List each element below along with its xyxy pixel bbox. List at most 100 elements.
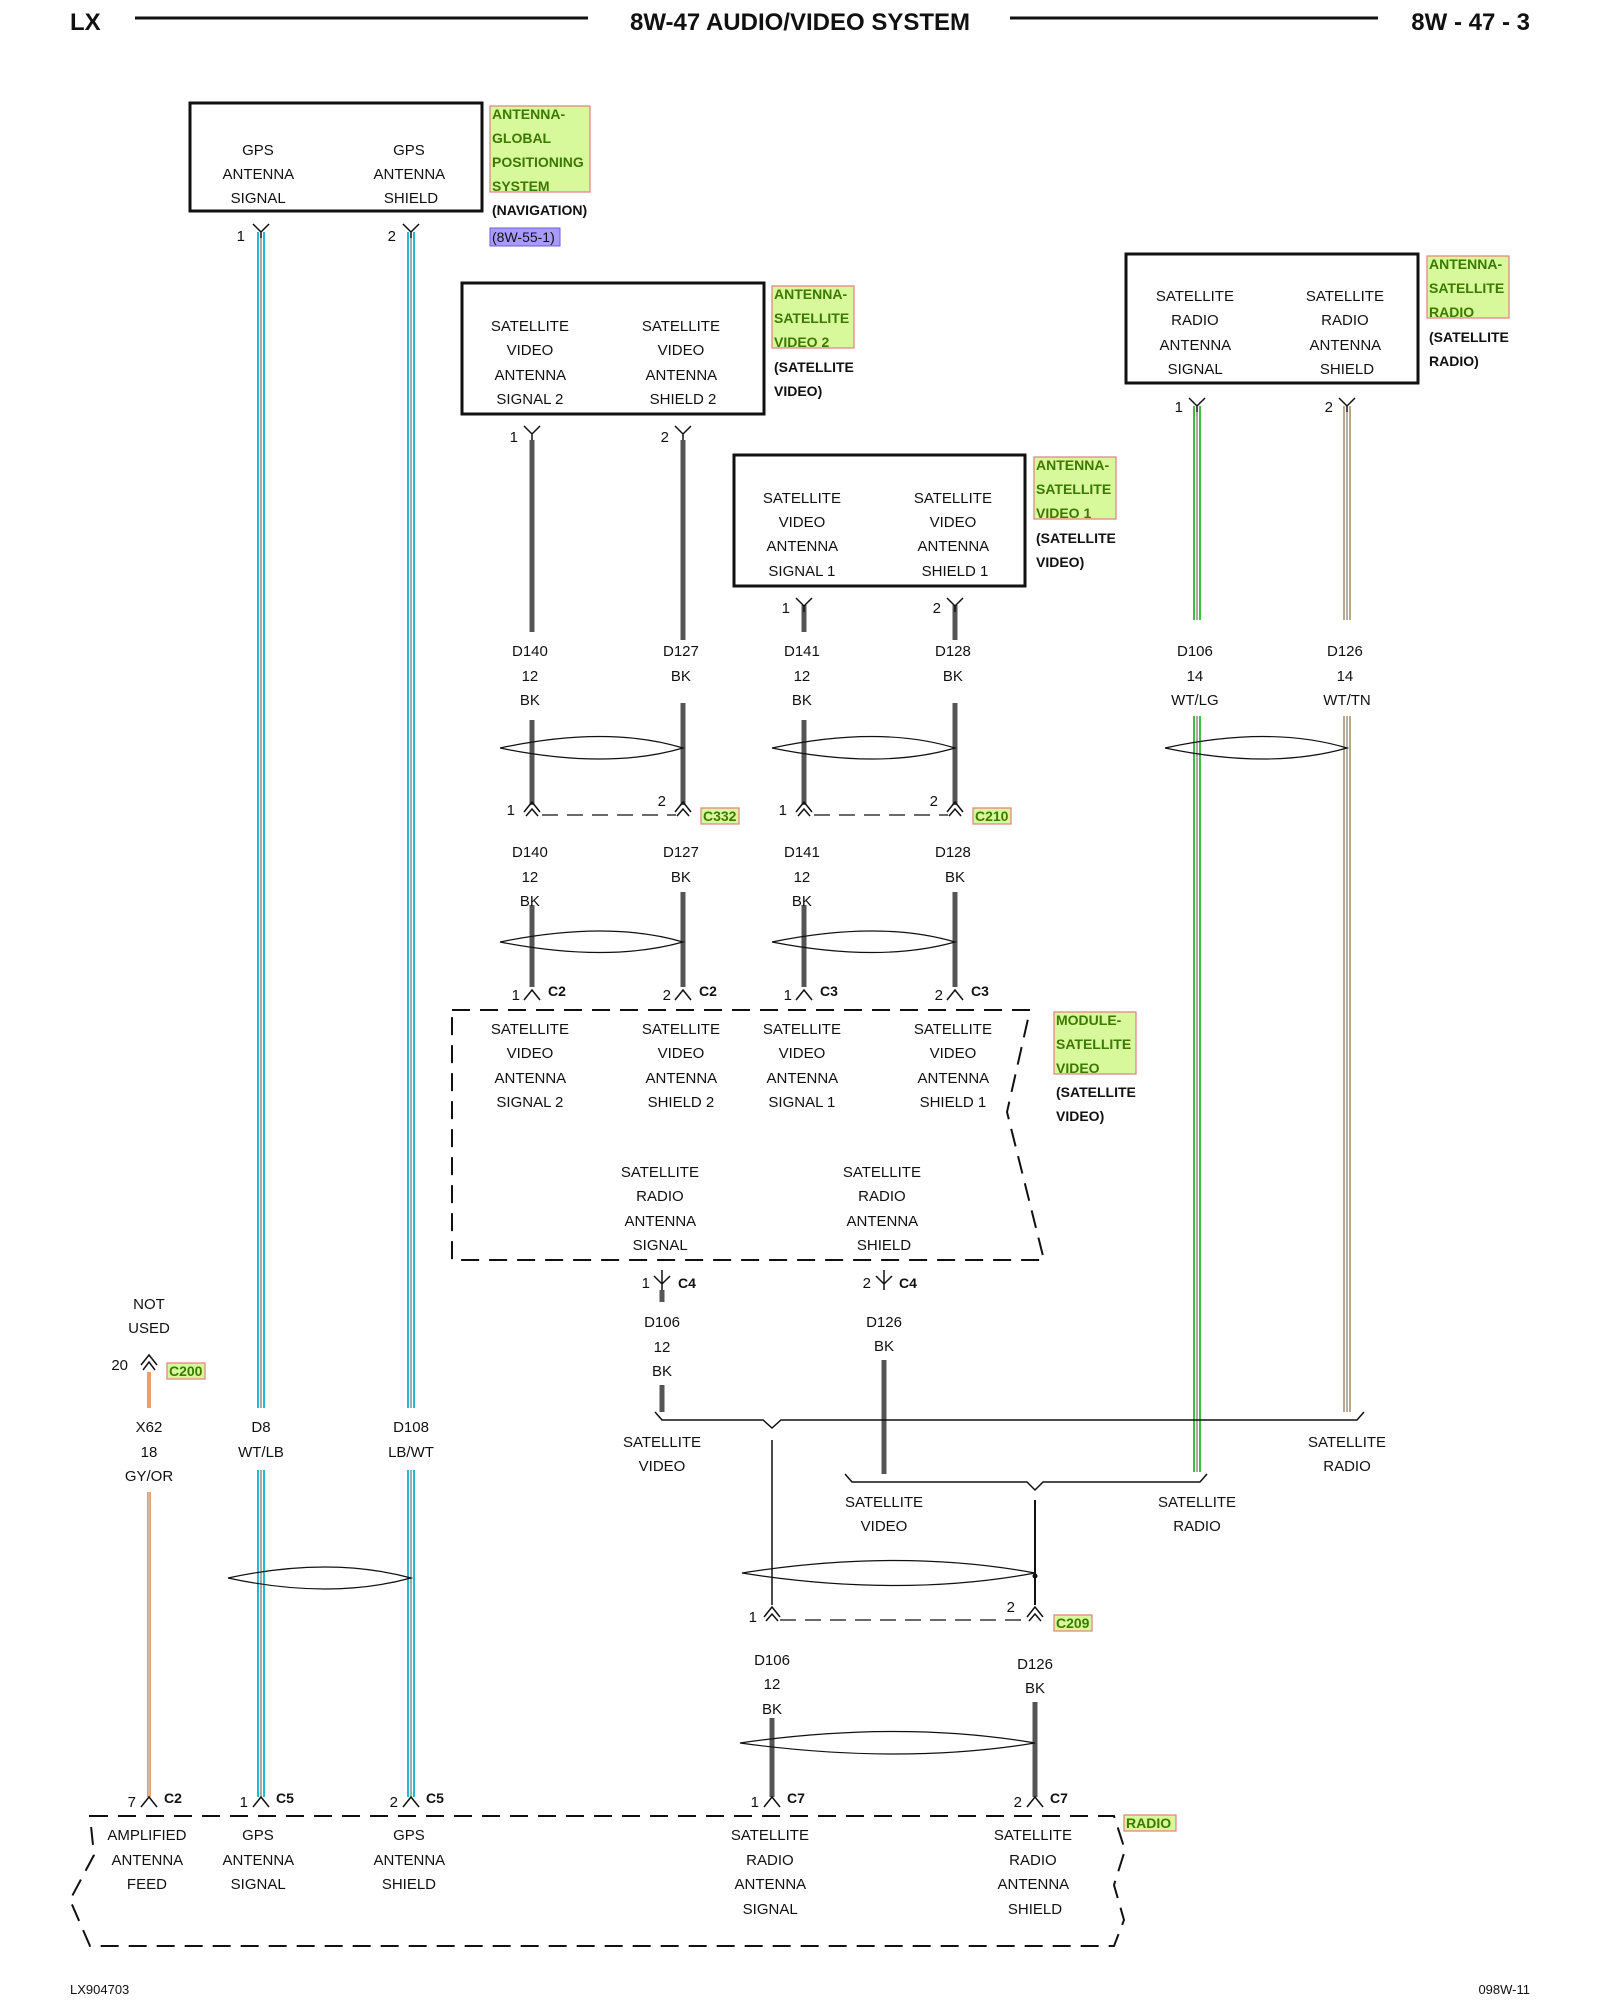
sat-video-2-antenna-box: SATELLITE VIDEO ANTENNA SIGNAL 2 SATELLI… — [460, 281, 858, 446]
sat-radio-label: ANTENNA- SATELLITE RADIO — [1429, 256, 1508, 320]
connector-c209: 1 2 C209 — [749, 1599, 1093, 1632]
svg-text:1: 1 — [749, 1609, 757, 1626]
module-label: MODULE- SATELLITE VIDEO — [1056, 1012, 1135, 1076]
svg-text:SATELLITE VIDEO AN: SATELLITE VIDEO ANTENNA SIGNAL 1 SATELLI… — [763, 490, 996, 580]
page-header: LX 8W-47 AUDIO/VIDEO SYSTEM 8W - 47 - 3 — [70, 9, 1530, 36]
svg-text:(SATELLITE VIDEO): (SATELLITE VIDEO) — [1036, 530, 1120, 570]
sat-video-2-label: ANTENNA- SATELLITE VIDEO 2 — [774, 286, 853, 350]
svg-text:(SATELLITE VIDEO): (SATELLITE VIDEO) — [1056, 1084, 1140, 1124]
c4-pins: 1 C4 2 C4 — [642, 1275, 917, 1292]
module-satellite-video: SATELLITE VIDEO ANTENNA SIGNAL 2 SATELLI… — [451, 1009, 1140, 1261]
header-left: LX — [70, 9, 101, 36]
svg-text:7: 7 — [128, 1794, 136, 1811]
svg-text:(SATELLITE RADIO): (SATELLITE RADIO) — [1429, 329, 1513, 369]
footer-right: 098W-11 — [1478, 1982, 1530, 1997]
page-number: 8W - 47 - 3 — [1411, 9, 1530, 36]
svg-text:C7: C7 — [787, 1790, 805, 1806]
radio-module: RADIO AMPLIFIED ANTENNA FEED GPS ANTENNA… — [68, 1814, 1177, 1947]
svg-text:2: 2 — [863, 1275, 871, 1292]
svg-text:2: 2 — [390, 1794, 398, 1811]
svg-text:C2: C2 — [548, 983, 566, 999]
svg-text:1: 1 — [751, 1794, 759, 1811]
svg-text:D140 12 BK D: D140 12 BK D127 BK D141 12 BK D128 BK D1… — [512, 643, 1371, 709]
svg-text:C4: C4 — [678, 1275, 696, 1291]
svg-text:SATELLITE RADIO AN: SATELLITE RADIO ANTENNA SIGNAL SATELLITE… — [1156, 288, 1388, 378]
svg-text:C5: C5 — [426, 1790, 444, 1806]
ref-link-text[interactable]: (8W-55-1) — [492, 229, 555, 245]
svg-text:C332: C332 — [703, 808, 737, 824]
svg-text:2: 2 — [388, 228, 396, 245]
radio-label: RADIO — [1126, 1815, 1171, 1831]
svg-text:C210: C210 — [975, 808, 1009, 824]
wire-labels-mid: D140 12 BK D127 BK D141 12 BK D128 BK — [505, 840, 983, 910]
svg-text:C4: C4 — [899, 1275, 917, 1291]
svg-text:GPS ANTENNA SIGNAL: GPS ANTENNA SIGNAL GPS ANTENNA SHIELD — [222, 142, 448, 207]
svg-text:1: 1 — [642, 1275, 650, 1292]
svg-text:20: 20 — [111, 1357, 128, 1374]
wire-d8 — [257, 232, 265, 1797]
svg-text:1: 1 — [512, 987, 520, 1004]
footer-left: LX904703 — [70, 1982, 129, 1997]
page-title: 8W-47 AUDIO/VIDEO SYSTEM — [630, 9, 970, 36]
svg-text:1: 1 — [507, 802, 515, 819]
svg-text:1: 1 — [1175, 399, 1183, 416]
svg-text:C200: C200 — [169, 1363, 203, 1379]
connector-c210: 1 2 C210 — [779, 793, 1012, 825]
svg-text:2: 2 — [930, 793, 938, 810]
svg-text:2: 2 — [933, 600, 941, 617]
wire-labels-top: D140 12 BK D127 BK D141 12 BK D128 BK D1… — [505, 640, 1375, 709]
sat-video-1-label: ANTENNA- SATELLITE VIDEO 1 — [1036, 457, 1115, 521]
wire-d108 — [407, 232, 415, 1797]
gps-antenna-label: ANTENNA- GLOBAL POSITIONING SYSTEM — [492, 106, 588, 194]
svg-text:2: 2 — [1325, 399, 1333, 416]
wire-d126-tan — [1343, 406, 1351, 1412]
svg-text:C5: C5 — [276, 1790, 294, 1806]
svg-text:(SATELLITE VIDEO): (SATELLITE VIDEO) — [774, 359, 858, 399]
svg-text:2: 2 — [935, 987, 943, 1004]
svg-text:2: 2 — [663, 987, 671, 1004]
svg-text:C209: C209 — [1056, 1615, 1090, 1631]
svg-text:AMPLIFIED ANTENNA: AMPLIFIED ANTENNA FEED GPS ANTENNA SIGNA… — [107, 1827, 1076, 1918]
svg-text:SATELLITE VIDEO AN: SATELLITE VIDEO ANTENNA SIGNAL 2 SATELLI… — [491, 1021, 996, 1254]
svg-text:2: 2 — [1014, 1794, 1022, 1811]
svg-text:(NAVIGATION): (NAVIGATION) — [492, 202, 587, 218]
wires — [147, 232, 1365, 1797]
svg-text:D140 12 BK D: D140 12 BK D127 BK D141 12 BK D128 BK — [512, 844, 975, 910]
svg-text:C3: C3 — [971, 983, 989, 999]
svg-text:2: 2 — [661, 429, 669, 446]
svg-text:1: 1 — [510, 429, 518, 446]
module-top-pins: 1 C2 2 C2 1 C3 2 C3 — [512, 983, 989, 1004]
sat-radio-antenna-box: SATELLITE RADIO ANTENNA SIGNAL SATELLITE… — [1124, 252, 1513, 416]
connector-c332: 1 2 C332 — [507, 793, 740, 825]
radio-pins: 7 C2 1 C5 2 C5 1 C7 2 C7 — [128, 1790, 1068, 1811]
svg-text:C2: C2 — [699, 983, 717, 999]
svg-text:1: 1 — [784, 987, 792, 1004]
svg-text:2: 2 — [658, 793, 666, 810]
svg-text:1: 1 — [779, 802, 787, 819]
svg-text:2: 2 — [1007, 1599, 1015, 1616]
ref-link-8w-55-1[interactable] — [489, 227, 561, 247]
pin-symbols — [140, 223, 1356, 1808]
twist-ellipses — [227, 735, 1350, 1755]
wire-d106-green — [1193, 406, 1201, 1472]
svg-text:C2: C2 — [164, 1790, 182, 1806]
svg-text:1: 1 — [237, 228, 245, 245]
svg-text:SATELLITE VIDEO AN: SATELLITE VIDEO ANTENNA SIGNAL 2 SATELLI… — [491, 318, 724, 408]
svg-text:C3: C3 — [820, 983, 838, 999]
